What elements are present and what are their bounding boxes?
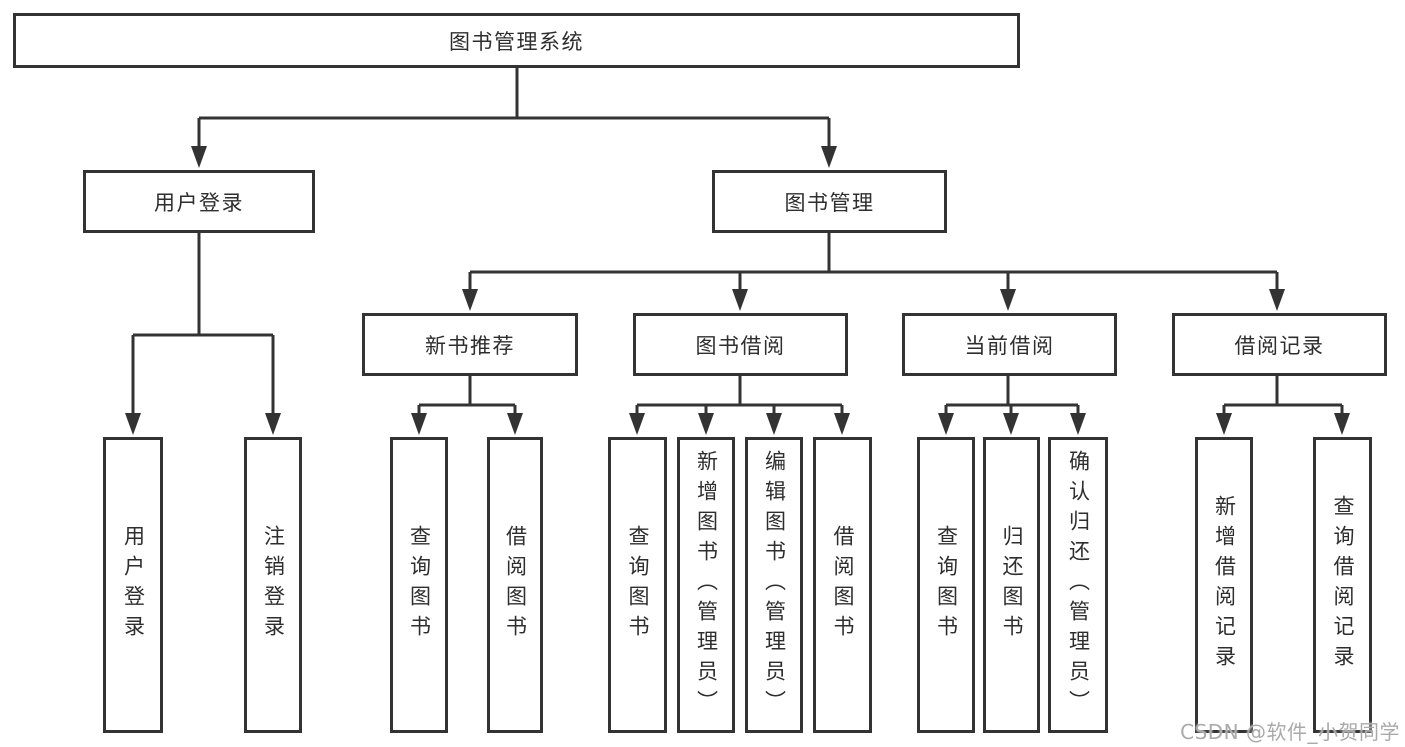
leaf-return-books: 归还图书 [983, 437, 1040, 733]
leaf-confirm-return-admin: 确认归还（管理员） [1048, 437, 1108, 733]
leaf-logout: 注销登录 [244, 437, 302, 733]
leaf-return-books-label: 归还图书 [1000, 525, 1025, 645]
leaf-add-borrow-record: 新增借阅记录 [1195, 437, 1253, 733]
node-root-label: 图书管理系统 [449, 29, 584, 54]
leaf-edit-books-admin-label: 编辑图书（管理员） [762, 450, 787, 720]
leaf-query-borrow-record: 查询借阅记录 [1313, 437, 1372, 733]
leaf-query-books-recommend-label: 查询图书 [407, 525, 432, 645]
leaf-user-login-label: 用户登录 [121, 525, 146, 645]
leaf-user-login: 用户登录 [103, 437, 163, 733]
node-new-book-recommend-label: 新书推荐 [425, 333, 515, 358]
leaf-query-books-borrowing: 查询图书 [608, 437, 667, 733]
node-user-login-label: 用户登录 [154, 190, 244, 215]
node-book-management-label: 图书管理 [784, 190, 875, 215]
leaf-add-books-admin: 新增图书（管理员） [677, 437, 735, 733]
csdn-watermark: CSDN @软件_小贺同学 [1180, 720, 1400, 744]
leaf-borrow-books-label: 借阅图书 [831, 525, 856, 645]
leaf-edit-books-admin: 编辑图书（管理员） [745, 437, 803, 733]
node-book-borrowing: 图书借阅 [633, 313, 848, 376]
leaf-query-books-current: 查询图书 [917, 437, 975, 733]
leaf-add-books-admin-label: 新增图书（管理员） [694, 450, 719, 720]
node-current-borrowing-label: 当前借阅 [964, 333, 1055, 358]
leaf-query-books-recommend: 查询图书 [390, 437, 448, 733]
leaf-logout-label: 注销登录 [261, 525, 286, 645]
leaf-borrow-books-recommend: 借阅图书 [487, 437, 543, 733]
leaf-add-borrow-record-label: 新增借阅记录 [1212, 495, 1237, 675]
node-book-management: 图书管理 [712, 170, 947, 233]
node-book-borrowing-label: 图书借阅 [695, 333, 786, 358]
node-root: 图书管理系统 [13, 13, 1020, 68]
leaf-confirm-return-admin-label: 确认归还（管理员） [1066, 450, 1091, 720]
node-borrowing-records-label: 借阅记录 [1234, 333, 1325, 358]
node-borrowing-records: 借阅记录 [1172, 313, 1387, 376]
leaf-query-books-borrowing-label: 查询图书 [626, 525, 651, 645]
node-current-borrowing: 当前借阅 [902, 313, 1117, 376]
leaf-query-books-current-label: 查询图书 [934, 525, 959, 645]
arrowhead-icons [125, 146, 1350, 435]
node-new-book-recommend: 新书推荐 [362, 313, 578, 376]
leaf-borrow-books-recommend-label: 借阅图书 [503, 525, 528, 645]
leaf-query-borrow-record-label: 查询借阅记录 [1331, 495, 1356, 675]
leaf-borrow-books: 借阅图书 [813, 437, 872, 733]
node-user-login: 用户登录 [83, 170, 315, 233]
